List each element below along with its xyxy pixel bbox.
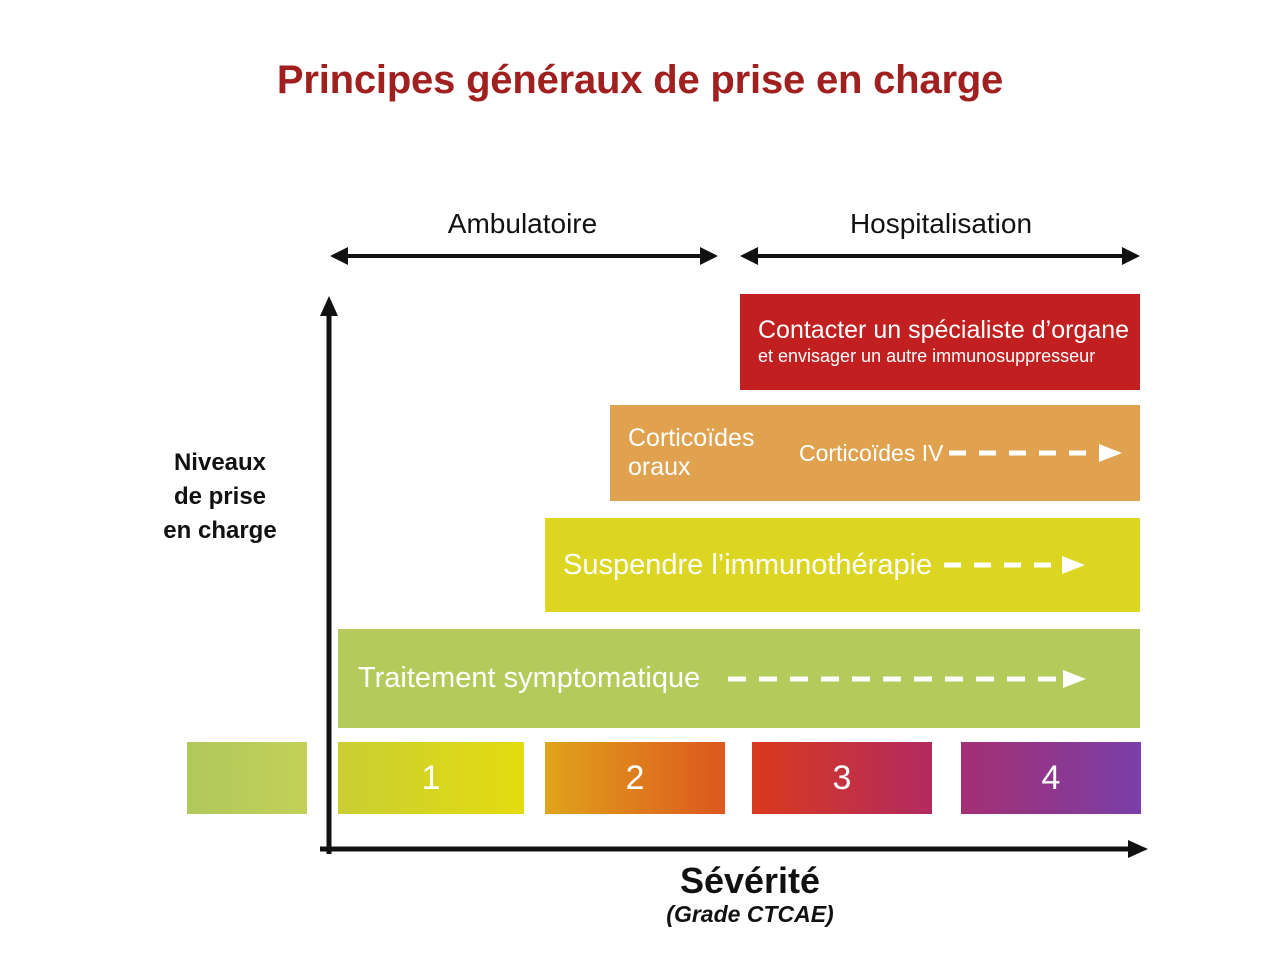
level-bar-specialist: Contacter un spécialiste d’organe et env… [740, 294, 1140, 390]
double-arrow-horizontal-icon-hospitalisation [740, 245, 1140, 267]
level-bar-corticoids-primary: Corticoïdes oraux [628, 423, 755, 482]
level-bar-symptomatic-treatment: Traitement symptomatique [338, 629, 1140, 728]
y-axis-title: Niveaux de prise en charge [120, 446, 320, 548]
phase-label-hospitalisation: Hospitalisation [849, 208, 1033, 239]
level-bar-corticoids: Corticoïdes oraux Corticoïdes IV [610, 405, 1140, 501]
grade-block-3[interactable]: 3 [752, 742, 932, 814]
level-bar-suspend-immunotherapy-group: Suspendre l’immunothérapie [563, 548, 1086, 582]
dashed-arrow-icon-suspend-immunotherapy [942, 554, 1086, 576]
x-axis-arrow [318, 838, 1148, 860]
double-arrow-horizontal-icon-ambulatoire [330, 245, 718, 267]
x-axis-title: Sévérité (Grade CTCAE) [440, 862, 1060, 930]
dashed-arrow-icon-symptomatic-treatment [726, 668, 1087, 690]
level-bar-suspend-immunotherapy-primary: Suspendre l’immunothérapie [563, 548, 933, 581]
grade-block-1[interactable]: 1 [338, 742, 524, 814]
grade-block-2-label: 2 [625, 758, 645, 797]
level-bar-corticoids-secondary: Corticoïdes IV [799, 439, 944, 466]
y-axis-arrow [318, 296, 340, 856]
page-title: Principes généraux de prise en charge [276, 58, 1004, 102]
level-bar-corticoids-secondary-group: Corticoïdes IV [799, 439, 1123, 467]
grade-block-3-label: 3 [832, 758, 852, 797]
level-bar-symptomatic-treatment-primary: Traitement symptomatique [358, 662, 701, 694]
grade-block-4[interactable]: 4 [961, 742, 1141, 814]
level-bar-symptomatic-treatment-group: Traitement symptomatique [358, 662, 1087, 695]
grade-block-2[interactable]: 2 [545, 742, 725, 814]
level-bar-specialist-secondary: et envisager un autre immunosuppresseur [758, 345, 1096, 366]
level-bar-specialist-primary: Contacter un spécialiste d’organe [758, 316, 1130, 345]
grade-block-0[interactable] [187, 742, 307, 814]
x-axis-title-sub: (Grade CTCAE) [666, 900, 834, 927]
grade-block-1-label: 1 [421, 758, 441, 797]
y-axis-title-line-1: Niveaux [173, 449, 267, 476]
y-axis-title-line-2: de prise [173, 483, 267, 511]
dashed-arrow-icon-corticoids [947, 442, 1123, 464]
y-axis-title-line-3: en charge [163, 517, 277, 545]
level-bar-specialist-text: Contacter un spécialiste d’organe et env… [758, 316, 1129, 367]
level-bar-suspend-immunotherapy: Suspendre l’immunothérapie [545, 518, 1140, 612]
grade-block-4-label: 4 [1041, 758, 1061, 797]
phase-label-ambulatoire: Ambulatoire [447, 208, 598, 239]
x-axis-title-main: Sévérité [679, 860, 821, 901]
